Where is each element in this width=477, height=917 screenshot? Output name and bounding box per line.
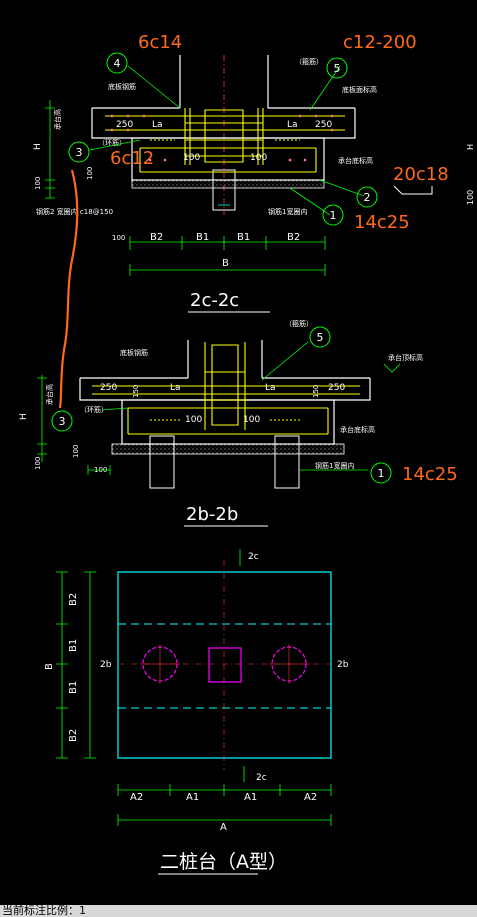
- dim-la-right-2c: La: [287, 120, 298, 130]
- callout-bubbles-2b: 5 3 1: [51, 326, 392, 484]
- dim-150-right-2b: 150: [312, 385, 320, 398]
- label-bar1-note-2b: 钢筋1宽圈内: [315, 461, 354, 470]
- annotation-20c18: 20c18: [393, 164, 449, 185]
- dim-250-left-2b: 250: [100, 383, 117, 393]
- dim-100-base-2c: 100: [112, 234, 125, 242]
- plan-section-mark-top: 2c: [248, 552, 259, 562]
- plan-dim-a-total: A: [220, 822, 227, 833]
- pile-2c: [212, 169, 236, 211]
- plan-dim-b2-top: B2: [68, 593, 79, 606]
- callout-bubbles-2c: 4 5 3 2 1: [68, 52, 378, 226]
- rebar-dots-2c: [110, 114, 334, 162]
- label-stirrup-2b: （箍筋）: [285, 319, 313, 328]
- pile-cap-plan-outline: [117, 571, 332, 759]
- dim-100-side-b-2b: 100: [72, 445, 80, 458]
- dim-b2-right-2c: B2: [287, 232, 300, 243]
- dim-100-side-a-2c: 100: [34, 177, 42, 190]
- plan-dim-a1-right: A1: [244, 792, 257, 803]
- label-base-top-elev-2c: 底板面标高: [342, 85, 377, 94]
- dim-b1-right-2c: B1: [237, 232, 250, 243]
- annotation-6c14: 6c14: [138, 32, 182, 53]
- dim-100-left-2b: 100: [185, 415, 202, 425]
- label-ring-bar-2b: （环筋）: [80, 405, 108, 414]
- dim-100-right-2c: 100: [250, 153, 267, 163]
- dim-b2-left-2c: B2: [150, 232, 163, 243]
- annotation-14c25-bottom: 14c25: [402, 464, 458, 485]
- rebar-cage-2b: [92, 342, 360, 435]
- dim-h-2c: H: [33, 143, 43, 150]
- dim-h-2b: H: [19, 413, 29, 420]
- bubble-3-2c: 3: [76, 146, 83, 159]
- base-slab-outline-2b: [79, 377, 371, 401]
- bubble-4-2c: 4: [114, 57, 121, 70]
- pile-left-2b: [149, 435, 175, 489]
- plan-dim-b-total: B: [44, 663, 55, 670]
- label-cap-bottom-elev-2b: 承台底标高: [340, 425, 375, 434]
- bubble-5-2b: 5: [317, 331, 324, 344]
- plan-section-mark-left: 2b: [100, 660, 112, 670]
- section-title-2b: 2b-2b: [186, 504, 238, 525]
- bubble-2-2c: 2: [364, 191, 371, 204]
- label-bar1-note-2c: 钢筋1宽圈内: [268, 207, 307, 216]
- label-ring-bar-2c: （环筋）: [98, 138, 126, 147]
- markup-connector-line: [58, 169, 79, 409]
- label-cap-height-2b: 承台高: [45, 384, 54, 405]
- section-2b-2b: 250 La La 250 150 150 100 100 底板钢筋 （箍筋） …: [19, 319, 423, 527]
- annotation-6c12: 6c12: [110, 148, 154, 169]
- label-cap-top-elev-2b: 承台顶标高: [388, 353, 423, 362]
- plan-view: B2 B1 B1 B2 B A2 A1 A1 A2 A 2c 2c 2b 2b …: [44, 549, 349, 875]
- dim-100-side-a-2b: 100: [34, 457, 42, 470]
- blinding-layer-2b: [111, 443, 345, 455]
- label-bar2-note-2c: 钢筋2 宽圈内 c18@150: [36, 207, 113, 216]
- dim-150-left-2b: 150: [132, 385, 140, 398]
- dim-la-right-2b: La: [265, 383, 276, 393]
- dim-la-left-2b: La: [170, 383, 181, 393]
- annotation-bracket-20c18: [393, 185, 433, 195]
- rebar-cage-2c: [105, 108, 345, 173]
- pile-cap-outline-2b: [121, 399, 335, 445]
- dim-250-right-2b: 250: [328, 383, 345, 393]
- plan-title: 二桩台（A型）: [160, 851, 287, 873]
- plan-section-mark-right: 2b: [337, 660, 349, 670]
- dim-b1-left-2c: B1: [196, 232, 209, 243]
- label-stirrup-2c: （箍筋）: [295, 57, 323, 66]
- dim-la-left-2c: La: [152, 120, 163, 130]
- annotation-14c25-top: 14c25: [354, 212, 410, 233]
- dim-100-right-2b: 100: [243, 415, 260, 425]
- section-title-2c: 2c-2c: [190, 290, 239, 311]
- dim-250-left-2c: 250: [116, 120, 133, 130]
- plan-dim-a1-left: A1: [186, 792, 199, 803]
- label-bottom-steel-2c: 底板钢筋: [108, 82, 136, 91]
- label-cap-height-2c: 承台高: [53, 109, 62, 130]
- blinding-layer-2c: [131, 179, 325, 189]
- markup-annotations: 6c14 c12-200 6c12 20c18 14c25 14c25: [110, 32, 458, 485]
- column-plan: [208, 647, 242, 683]
- edge-mark-h: H: [466, 144, 475, 150]
- pile-right-2b: [274, 435, 300, 489]
- plan-dim-b2-bottom: B2: [68, 729, 79, 742]
- status-bar: 当前标注比例：1: [0, 905, 477, 917]
- column-outline-2c: [179, 55, 269, 108]
- plan-dim-a2-right: A2: [304, 792, 317, 803]
- bubble-3-2b: 3: [59, 415, 66, 428]
- bubble-1-2b: 1: [378, 467, 385, 480]
- plan-dim-b1-top: B1: [68, 639, 79, 652]
- section-2c-2c: 250 La La 250 100 100 底板钢筋 （箍筋） 底板面标高 （环…: [33, 52, 378, 313]
- label-bottom-steel-2b: 底板钢筋: [120, 348, 148, 357]
- pile-cap-outline-2c: [131, 137, 325, 181]
- dim-b-total-2c: B: [222, 258, 229, 269]
- dim-100-side-b-2c: 100: [86, 167, 94, 180]
- plan-dim-a2-left: A2: [130, 792, 143, 803]
- bubble-1-2c: 1: [330, 209, 337, 222]
- plan-dim-b1-bottom: B1: [68, 681, 79, 694]
- dim-100-left-2c: 100: [183, 153, 200, 163]
- label-cap-bottom-elev-2c: 承台底标高: [338, 156, 373, 165]
- plan-section-mark-bottom: 2c: [256, 773, 267, 783]
- dim-250-right-2c: 250: [315, 120, 332, 130]
- edge-mark-100: 100: [466, 190, 475, 205]
- bubble-5-2c: 5: [334, 62, 341, 75]
- annotation-c12-200: c12-200: [343, 32, 417, 53]
